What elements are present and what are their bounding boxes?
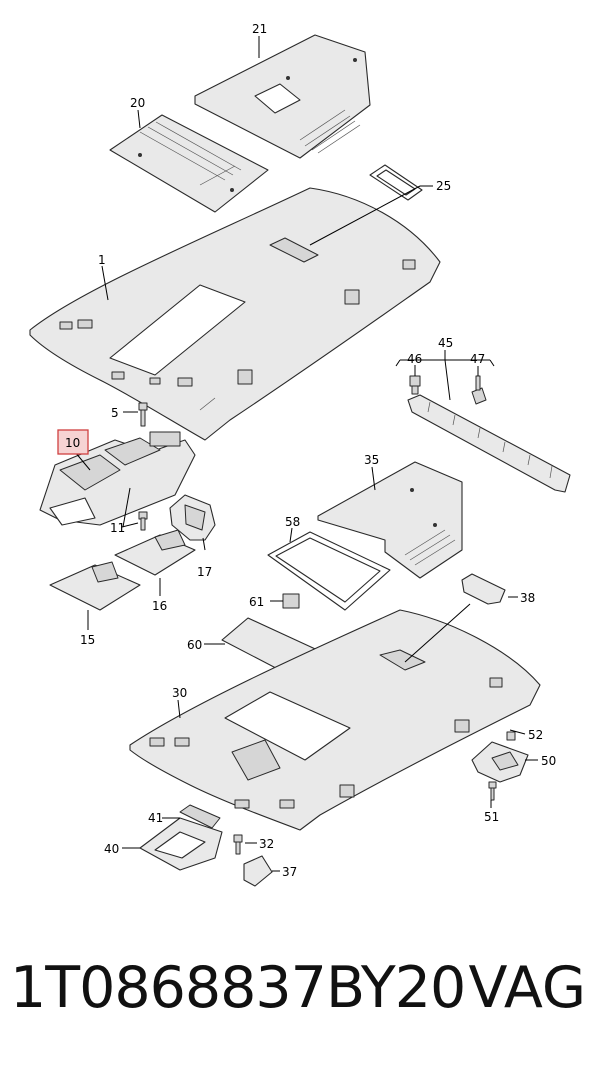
- callout-40: 40: [104, 842, 119, 856]
- part-11-screw: [138, 511, 148, 531]
- part-50-lamp: [471, 741, 529, 783]
- part-45-strip: [407, 394, 571, 493]
- callout-21: 21: [252, 22, 267, 36]
- callout-17: 17: [197, 565, 212, 579]
- callout-60: 60: [187, 638, 202, 652]
- callout-61: 61: [249, 595, 264, 609]
- callout-20: 20: [130, 96, 145, 110]
- part-16-cover: [114, 529, 196, 576]
- part-52-cap: [506, 731, 516, 741]
- part-51-screw: [488, 781, 497, 801]
- callout-47: 47: [470, 352, 485, 366]
- callout-51: 51: [484, 810, 499, 824]
- part-37-connector: [243, 855, 273, 887]
- callout-16: 16: [152, 599, 167, 613]
- part-41-bracket: [179, 804, 221, 829]
- callout-35: 35: [364, 453, 379, 467]
- part-1-headliner: [29, 187, 441, 441]
- callout-labels: 21 20 25 1 45 46 47 5 10 35 11 58 17 38 …: [65, 22, 556, 879]
- part-25-seal: [369, 164, 423, 201]
- callout-41: 41: [148, 811, 163, 825]
- part-20-insulation-mat: [109, 114, 269, 213]
- part-5-screw: [138, 402, 148, 427]
- callout-10-highlight: [57, 429, 89, 455]
- part-15-cover: [49, 561, 141, 611]
- part-17-bracket: [169, 494, 216, 541]
- part-32-screw: [233, 834, 243, 855]
- part-46-clip: [409, 375, 421, 395]
- callout-58: 58: [285, 515, 300, 529]
- part-21-insulation-mat: [194, 34, 371, 159]
- callout-25: 25: [436, 179, 451, 193]
- part-40-console-cover: [139, 817, 223, 871]
- callout-15: 15: [80, 633, 95, 647]
- parts-diagram: 21 20 25 1 45 46 47 5 10 35 11 58 17 38 …: [29, 22, 571, 887]
- part-58-sunroof-frame: [267, 531, 391, 611]
- part-10-roof-console: [39, 431, 196, 526]
- brand-label: VAG: [468, 955, 586, 1021]
- part-30-headliner: [129, 609, 541, 831]
- callout-45: 45: [438, 336, 453, 350]
- leader-lines: [74, 36, 538, 872]
- callout-5: 5: [111, 406, 119, 420]
- part-number: 1T0868837BY20: [10, 955, 466, 1021]
- part-35-insulation-mat: [317, 461, 463, 579]
- part-61-clip: [282, 593, 300, 609]
- callout-30: 30: [172, 686, 187, 700]
- part-38-handle: [461, 573, 506, 605]
- callout-1: 1: [98, 253, 106, 267]
- callout-52: 52: [528, 728, 543, 742]
- part-47-clip: [471, 375, 487, 405]
- callout-46: 46: [407, 352, 422, 366]
- callout-38: 38: [520, 591, 535, 605]
- callout-37: 37: [282, 865, 297, 879]
- callout-50: 50: [541, 754, 556, 768]
- callout-10: 10: [65, 436, 80, 450]
- callout-32: 32: [259, 837, 274, 851]
- callout-11: 11: [110, 521, 125, 535]
